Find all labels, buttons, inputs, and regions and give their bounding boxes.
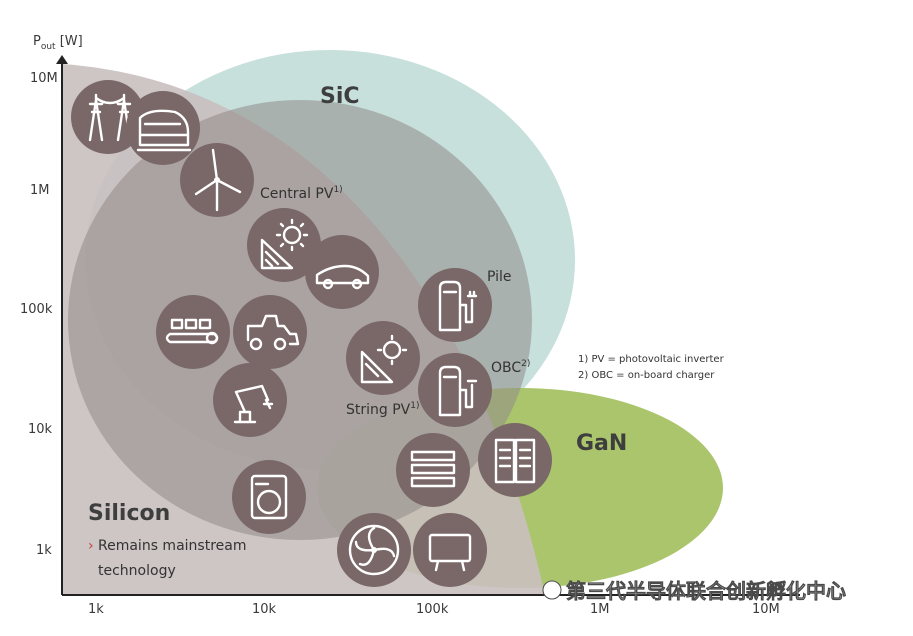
electric-car-icon (305, 235, 379, 309)
fan-icon (337, 513, 411, 587)
power-transmission-tower-icon (71, 80, 145, 154)
pile-label: Pile (487, 269, 512, 285)
y-tick-1k: 1k (36, 543, 52, 558)
watermark: 第三代半导体联合创新孵化中心 (542, 579, 846, 603)
y-tick-100k: 100k (20, 302, 53, 317)
silicon-label: Silicon (88, 501, 170, 526)
tv-adapter-icon (413, 513, 487, 587)
onboard-charger-icon (418, 353, 492, 427)
silicon-note-line2: technology (98, 563, 176, 579)
string-solar-panel-icon (346, 321, 420, 395)
industrial-robot-arm-icon (213, 363, 287, 437)
x-tick-1M: 1M (590, 602, 610, 617)
data-center-cabinet-icon (478, 423, 552, 497)
charging-pile-icon (418, 268, 492, 342)
silicon-bullet-marker: › (88, 538, 94, 554)
svg-text:第三代半导体联合创新孵化中心: 第三代半导体联合创新孵化中心 (566, 579, 846, 603)
washing-machine-icon (232, 460, 306, 534)
footnote-pv: 1) PV = photovoltaic inverter (578, 354, 725, 365)
wheel-loader-icon (233, 295, 307, 369)
silicon-note-line1: Remains mainstream (98, 538, 246, 554)
x-tick-1k: 1k (88, 602, 104, 617)
server-rack-icon (396, 433, 470, 507)
central-solar-panel-icon (247, 208, 321, 282)
central-pv-label: Central PV1) (260, 185, 343, 202)
wind-turbine-icon (180, 143, 254, 217)
x-tick-10k: 10k (252, 602, 277, 617)
footnote-obc: 2) OBC = on-board charger (578, 370, 715, 381)
high-speed-train-icon (126, 91, 200, 165)
y-tick-10k: 10k (28, 422, 53, 437)
y-tick-1M: 1M (30, 183, 50, 198)
y-axis-arrow (56, 55, 68, 64)
y-tick-10M: 10M (30, 71, 58, 86)
conveyor-belt-icon (156, 295, 230, 369)
x-tick-10M: 10M (752, 602, 780, 617)
obc-label: OBC2) (491, 359, 530, 376)
gan-label: GaN (576, 431, 627, 456)
x-tick-100k: 100k (416, 602, 449, 617)
sic-label: SiC (320, 84, 360, 109)
string-pv-label: String PV1) (346, 401, 420, 418)
y-axis-label: Pout [W] (33, 34, 83, 52)
